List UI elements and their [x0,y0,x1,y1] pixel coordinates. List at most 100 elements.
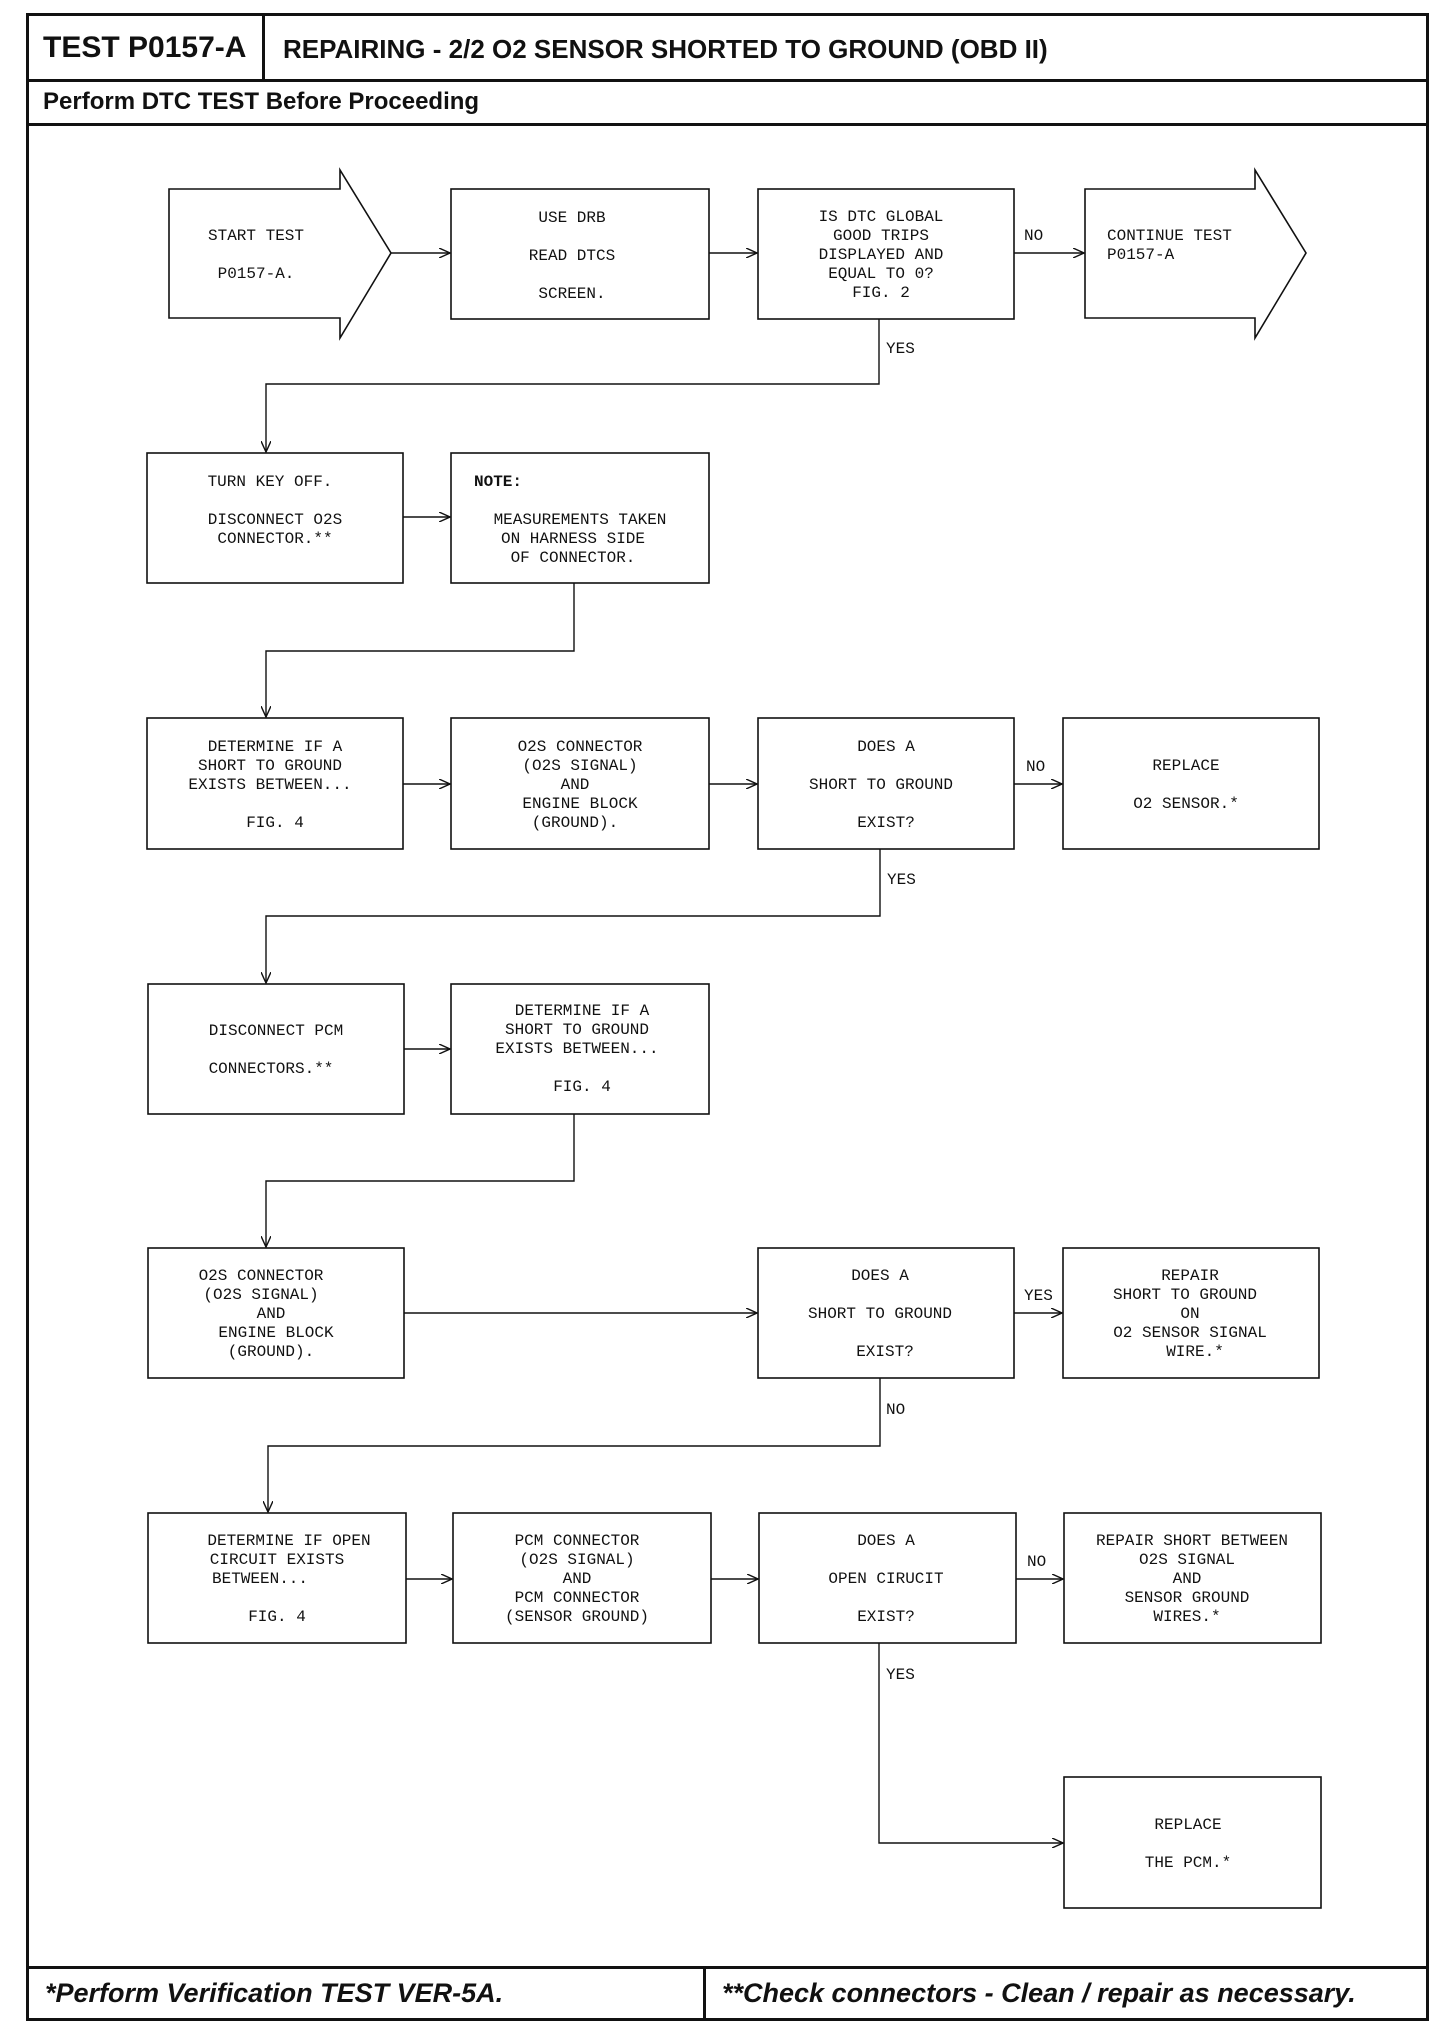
node-replace-o2-sensor: REPLACE O2 SENSOR.* [1062,717,1320,850]
node-text: DETERMINE IF A [515,1002,650,1020]
subheader-row: Perform DTC TEST Before Proceeding [29,79,1426,126]
node-turn-key-off: TURN KEY OFF. DISCONNECT O2S CONNECTOR.*… [146,452,404,584]
node-text: FIG. 4 [248,1608,306,1626]
node-text: EXIST? [857,814,915,832]
node-text: USE DRB [538,209,605,227]
page-frame: TEST P0157-A REPAIRING - 2/2 O2 SENSOR S… [26,13,1429,2021]
node-text: DISPLAYED AND [819,246,944,264]
branch-label-yes: YES [886,1666,915,1684]
branch-label-yes: YES [1024,1287,1053,1305]
node-text: OF CONNECTOR. [511,549,636,567]
branch-label-no: NO [1024,227,1043,245]
node-text: IS DTC GLOBAL [819,208,944,226]
node-text: ENGINE BLOCK [218,1324,334,1342]
node-question-open: DOES A OPEN CIRUCIT EXIST? [758,1512,1017,1644]
node-text: AND [563,1570,592,1588]
node-text: PCM CONNECTOR [515,1532,640,1550]
arrow-connector [266,1114,575,1247]
node-start-test: START TEST P0157-A. [168,167,392,341]
node-text: O2 SENSOR.* [1133,795,1239,813]
node-text: EXIST? [856,1343,914,1361]
node-question-dtc-global: IS DTC GLOBAL GOOD TRIPS DISPLAYED AND E… [757,188,1015,320]
node-text: CONNECTOR.** [217,530,332,548]
node-text: AND [561,776,590,794]
node-note: NOTE: MEASUREMENTS TAKEN ON HARNESS SIDE… [450,452,710,584]
node-use-drb: USE DRB READ DTCS SCREEN. [450,188,710,320]
node-o2s-connector-2: O2S CONNECTOR (O2S SIGNAL) AND ENGINE BL… [147,1247,405,1379]
node-text: FIG. 2 [852,284,910,302]
node-text: P0157-A. [218,265,295,283]
node-text: AND [257,1305,286,1323]
node-text: (O2S SIGNAL) [519,1551,634,1569]
arrow-connector [266,319,880,452]
node-determine-short-2: DETERMINE IF A SHORT TO GROUND EXISTS BE… [450,983,710,1115]
node-determine-short-1: DETERMINE IF A SHORT TO GROUND EXISTS BE… [146,717,404,850]
node-text: SCREEN. [538,285,605,303]
node-text: EXIST? [857,1608,915,1626]
node-repair-short-signal-wire: REPAIR SHORT TO GROUND ON O2 SENSOR SIGN… [1062,1247,1320,1379]
node-text: MEASUREMENTS TAKEN [494,511,667,529]
node-text: (O2S SIGNAL) [203,1286,318,1304]
arrow-connector [878,1643,1063,1843]
node-text: BETWEEN... [212,1570,308,1588]
footer-note-left: *Perform Verification TEST VER-5A. [29,1969,706,2018]
arrow-connector [266,583,575,717]
node-text: (GROUND). [532,814,618,832]
node-text: EXISTS BETWEEN... [495,1040,658,1058]
node-text: REPAIR [1161,1267,1219,1285]
node-text: CONNECTORS.** [209,1060,334,1078]
node-determine-open: DETERMINE IF OPEN CIRCUIT EXISTS BETWEEN… [147,1512,407,1644]
node-continue-test: CONTINUE TEST P0157-A [1084,167,1307,341]
node-question-short-2: DOES A SHORT TO GROUND EXIST? [757,1247,1015,1379]
node-text: DISCONNECT PCM [209,1022,343,1040]
node-text: REPLACE [1154,1816,1221,1834]
node-text: DETERMINE IF OPEN [207,1532,370,1550]
node-text: PCM CONNECTOR [515,1589,640,1607]
branch-label-no: NO [1026,758,1045,776]
node-text: WIRE.* [1166,1343,1224,1361]
node-disconnect-pcm: DISCONNECT PCM CONNECTORS.** [147,983,405,1115]
branch-label-no: NO [886,1401,905,1419]
node-o2s-connector-1: O2S CONNECTOR (O2S SIGNAL) AND ENGINE BL… [450,717,710,850]
node-text: (SENSOR GROUND) [505,1608,649,1626]
node-text: SHORT TO GROUND [198,757,342,775]
node-text: SENSOR GROUND [1125,1589,1250,1607]
node-text: EQUAL TO 0? [828,265,934,283]
node-text: CIRCUIT EXISTS [210,1551,344,1569]
node-text: O2S SIGNAL [1139,1551,1235,1569]
footer: *Perform Verification TEST VER-5A. **Che… [29,1966,1426,2018]
node-text: SHORT TO GROUND [1113,1286,1257,1304]
node-text: O2 SENSOR SIGNAL [1113,1324,1267,1342]
branch-label-no: NO [1027,1553,1046,1571]
node-text: OPEN CIRUCIT [828,1570,943,1588]
node-text: DISCONNECT O2S [208,511,342,529]
node-text: ON [1180,1305,1199,1323]
note-title: NOTE: [474,473,522,491]
node-text: O2S CONNECTOR [199,1267,324,1285]
node-text: DOES A [857,738,915,756]
footer-note-right: **Check connectors - Clean / repair as n… [722,1978,1356,2008]
node-text: FIG. 4 [246,814,304,832]
node-text: ENGINE BLOCK [522,795,638,813]
node-text: SHORT TO GROUND [808,1305,952,1323]
node-text: FIG. 4 [553,1078,611,1096]
node-text: DOES A [857,1532,915,1550]
node-text: READ DTCS [529,247,615,265]
arrow-connector [266,849,881,983]
node-text: SHORT TO GROUND [505,1021,649,1039]
node-replace-pcm: REPLACE THE PCM.* [1063,1776,1322,1909]
node-text: TURN KEY OFF. [208,473,333,491]
node-text: AND [1173,1570,1202,1588]
test-id: TEST P0157-A [29,16,265,79]
node-text: REPAIR SHORT BETWEEN [1096,1532,1288,1550]
header-row: TEST P0157-A REPAIRING - 2/2 O2 SENSOR S… [29,16,1426,82]
node-text: CONTINUE TEST [1107,227,1232,245]
node-text: P0157-A [1107,246,1175,264]
node-text: O2S CONNECTOR [518,738,643,756]
node-text: WIRES.* [1153,1608,1220,1626]
node-text: EXISTS BETWEEN... [188,776,351,794]
node-text: GOOD TRIPS [833,227,929,245]
node-text: START TEST [208,227,304,245]
node-text: ON HARNESS SIDE [501,530,645,548]
node-text: (O2S SIGNAL) [522,757,637,775]
